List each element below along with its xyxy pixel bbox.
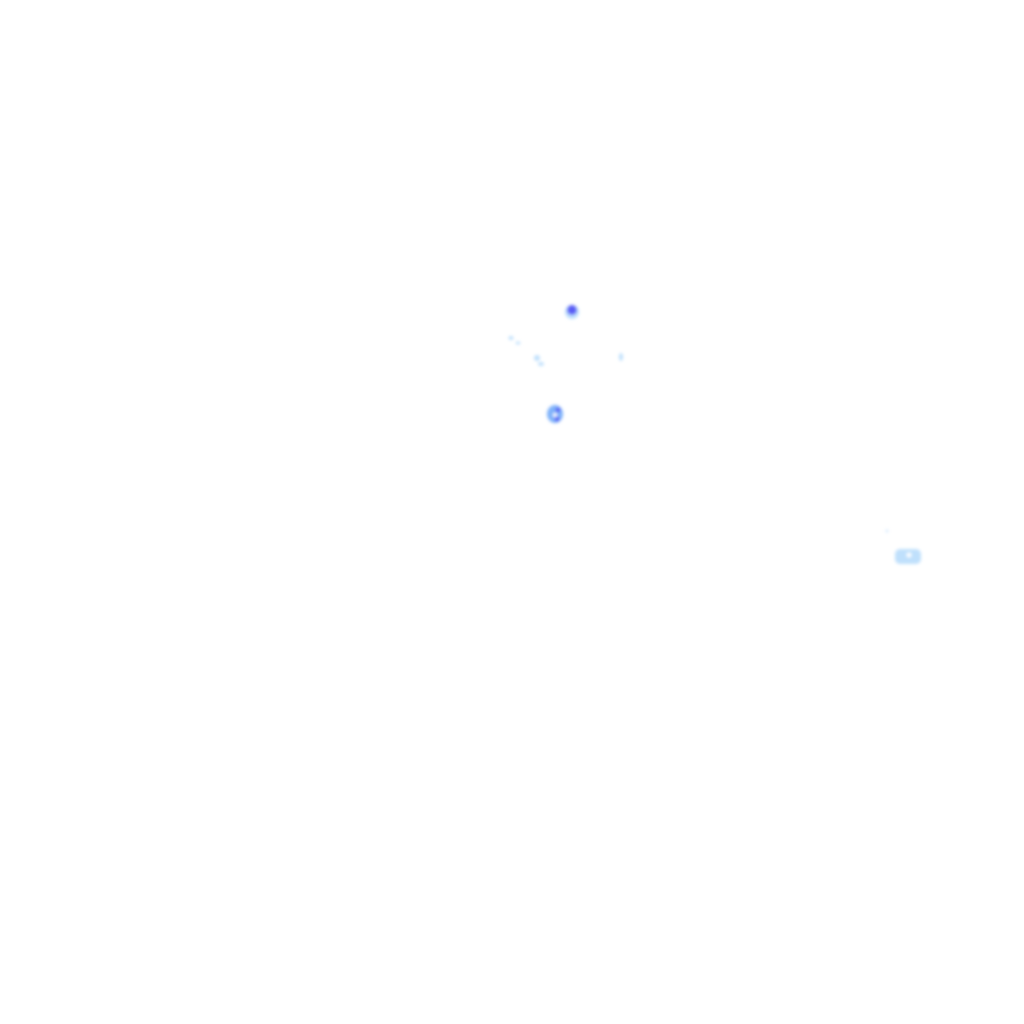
precip-cell-east <box>619 353 623 361</box>
precip-cell-far-east <box>885 529 921 564</box>
precip-cell-south <box>547 405 563 423</box>
precip-cell-west <box>508 336 521 345</box>
precip-cell-center <box>534 355 544 366</box>
precip-cell-north <box>565 305 579 319</box>
